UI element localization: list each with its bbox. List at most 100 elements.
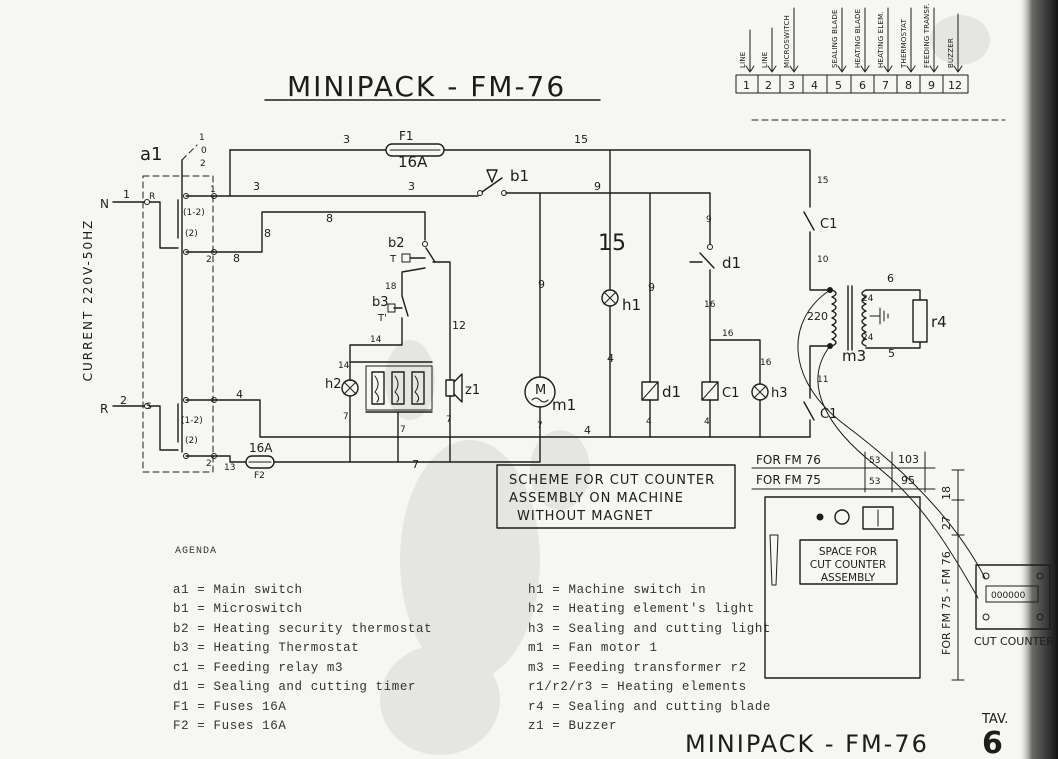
main-switch-a1: a1 1 0 2 (1-2) (2) (1-2) (2) 1 2 2	[140, 133, 217, 473]
wire-number: 2	[120, 394, 127, 407]
dimension-lines	[751, 451, 936, 493]
cut-counter-device: 000000 CUT COUNTER	[974, 564, 1054, 648]
contact-label: (2)	[185, 436, 198, 446]
terminal-number: 1	[743, 79, 750, 92]
terminal-label: BUZZER	[947, 38, 955, 68]
counter-cable-a	[797, 289, 986, 579]
wire-number: 4	[704, 417, 710, 427]
dimension-row-label: FOR FM 75	[756, 473, 821, 487]
footer-title: MINIPACK - FM-76	[685, 730, 929, 758]
scan-noise	[380, 15, 990, 755]
thermostat-b3: b3 T'	[372, 295, 409, 324]
dimension-value: 103	[898, 453, 919, 466]
legend-item: m3 = Feeding transformer r2	[528, 661, 747, 675]
power-supply: CURRENT 220V-50HZ N 1 R R 2 S	[81, 188, 155, 416]
wire-number: 13	[224, 463, 235, 473]
component-label: d1	[722, 254, 741, 272]
counter-cable-b	[817, 345, 979, 599]
wire-number: 16	[722, 329, 734, 339]
dimension-row-label: FOR FM 76	[756, 453, 821, 467]
wire-7-bus	[213, 406, 541, 463]
legend-title: AGENDA	[175, 546, 217, 557]
scheme-line: ASSEMBLY ON MACHINE	[509, 491, 684, 506]
legend-item: b1 = Microswitch	[173, 602, 303, 616]
terminal-label: HEATING ELEM.	[877, 11, 885, 68]
terminal-number: 6	[859, 79, 866, 92]
feeding-transformer-m3: 220 24 24 m3	[807, 285, 889, 365]
sheet-number: 6	[982, 726, 1003, 759]
component-label: T'	[377, 313, 387, 324]
legend-item: F2 = Fuses 16A	[173, 719, 286, 733]
wire-number: 7	[537, 421, 543, 431]
legend-item: d1 = Sealing and cutting timer	[173, 680, 416, 694]
wire-number-large: 15	[598, 231, 626, 256]
wire-number: 4	[584, 424, 591, 437]
fuse-label: F1	[399, 129, 414, 143]
fuse-label: F2	[254, 471, 265, 481]
dimension-value: 18	[940, 486, 953, 500]
wire-number: 18	[385, 282, 397, 292]
motor-symbol: M	[535, 383, 546, 398]
component-label: C1	[722, 386, 739, 401]
wire-number: 8	[233, 252, 240, 265]
switch-enclosure	[142, 175, 214, 473]
space-box-line: SPACE FOR	[819, 546, 877, 558]
panel-knob	[834, 509, 850, 525]
component-label: m3	[842, 347, 866, 365]
terminal-number: 2	[765, 79, 772, 92]
panel-switch	[862, 506, 894, 530]
legend-item: m1 = Fan motor 1	[528, 641, 658, 655]
terminal-label: 1	[210, 185, 216, 195]
terminal-label: LINE	[739, 52, 747, 68]
timer-coil-d1: d1	[641, 381, 681, 401]
scan-edge-shadow	[1018, 0, 1058, 759]
wire-number: 15	[817, 176, 828, 186]
dimension-value: 53	[869, 456, 880, 466]
component-label: b1	[510, 167, 529, 185]
wire-9	[505, 192, 711, 383]
switch-position: 2	[200, 159, 206, 169]
component-label: m1	[552, 396, 576, 414]
wire-number: 12	[452, 319, 466, 332]
sealing-light-h3: h3	[751, 383, 788, 401]
terminal-label: R	[149, 192, 155, 202]
wire-number: 16	[704, 300, 716, 310]
legend-item: h1 = Machine switch in	[528, 583, 706, 597]
phase-n-label: N	[100, 197, 109, 211]
wire-number: 16	[760, 358, 772, 368]
primary-coil	[831, 289, 837, 347]
thermostat-b2: b2 T	[388, 236, 436, 265]
legend-item: b2 = Heating security thermostat	[173, 622, 432, 636]
wire-number: 4	[607, 352, 614, 365]
component-label: T	[389, 254, 397, 265]
fuse-f1: F1 16A	[385, 129, 445, 171]
relay-coil-c1: C1	[701, 381, 739, 401]
wire-number: 4	[646, 417, 652, 427]
sealing-blade-r4: r4	[912, 299, 947, 343]
wire-3	[213, 149, 479, 197]
component-label: d1	[662, 383, 681, 401]
counter-display: 000000	[991, 591, 1026, 601]
wiring	[213, 149, 921, 463]
wire-number: 7	[412, 458, 419, 471]
terminal-number: 3	[788, 79, 795, 92]
fuse-rating: 16A	[249, 441, 273, 455]
heating-elements-r1-r2-r3	[365, 365, 433, 411]
legend-item: F1 = Fuses 16A	[173, 700, 286, 714]
component-label: h3	[771, 386, 788, 401]
scheme-line: WITHOUT MAGNET	[517, 509, 653, 524]
component-label: b3	[372, 295, 389, 310]
legend-item: r4 = Sealing and cutting blade	[528, 700, 771, 714]
dimension-value: 53	[869, 477, 880, 487]
legend-item: a1 = Main switch	[173, 583, 303, 597]
terminal-label: THERMOSTAT	[900, 18, 908, 69]
terminal-label: SEALING BLADE	[831, 9, 839, 68]
switch-position: 0	[201, 146, 207, 156]
wire-4-bus	[213, 399, 811, 438]
wire-number: 1	[123, 188, 130, 201]
terminal-strip-frame	[735, 74, 969, 94]
panel-outline	[764, 496, 921, 679]
main-switch-label: a1	[140, 144, 162, 165]
cut-counter-scheme-box: SCHEME FOR CUT COUNTER ASSEMBLY ON MACHI…	[496, 464, 736, 529]
fan-motor-m1: M m1	[524, 376, 576, 414]
